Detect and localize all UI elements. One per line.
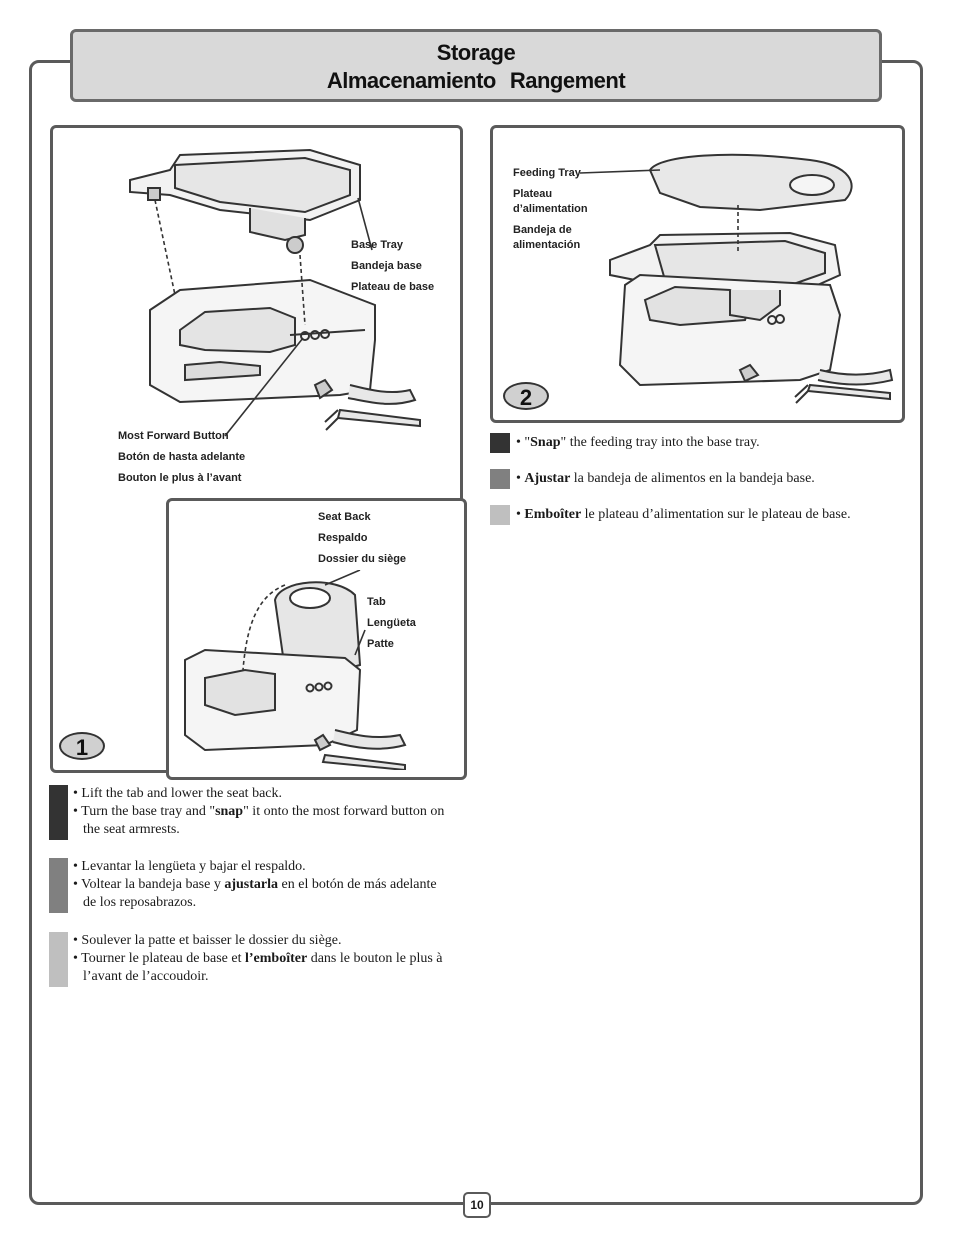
instruction-2-fr: • Emboîter le plateau d’alimentation sur… [516, 507, 851, 522]
callout-seat-back-es: Respaldo [318, 532, 368, 544]
tab-callout: Tab Lengüeta Patte [367, 592, 416, 655]
feeding-tray-callout: Feeding Tray Plateau d’alimentation Band… [513, 166, 588, 253]
feeding-tray-illustration [580, 153, 894, 404]
callout-forward-button-fr: Bouton le plus à l’avant [118, 472, 242, 484]
callout-seat-back-en: Seat Back [318, 511, 371, 523]
instruction-2-en: • "Snap" the feeding tray into the base … [516, 435, 760, 450]
instruction-es-1: • Levantar la lengüeta y bajar el respal… [73, 859, 306, 874]
english-color-swatch-2 [490, 433, 510, 453]
callout-seat-back-fr: Dossier du siège [318, 553, 407, 565]
title-spanish: Almacenamiento [326, 68, 497, 93]
callout-feeding-tray-es-1: Bandeja de [513, 224, 572, 236]
callout-feeding-tray-fr-1: Plateau [513, 188, 553, 200]
callout-tab-en: Tab [367, 596, 386, 608]
page-number: 10 [463, 1192, 491, 1218]
instruction-en-1: • Lift the tab and lower the seat back. [73, 786, 282, 801]
callout-base-tray-fr: Plateau de base [351, 281, 435, 293]
callout-feeding-tray-es-2: alimentación [513, 239, 581, 251]
seat-back-lower-illustration [184, 570, 407, 770]
french-color-swatch-2 [490, 505, 510, 525]
seat-back-callout: Seat Back Respaldo Dossier du siège [318, 507, 406, 570]
base-tray-callout: Base Tray Bandeja base Plateau de base [351, 235, 434, 298]
base-tray-to-seat-illustration [129, 148, 421, 437]
spanish-color-swatch [49, 858, 68, 913]
title-french: Rangement [509, 68, 626, 93]
spanish-color-swatch-2 [490, 469, 510, 489]
callout-base-tray-es: Bandeja base [351, 260, 422, 272]
callout-forward-button-es: Botón de hasta adelante [118, 451, 246, 463]
callout-tab-es: Lengüeta [367, 617, 416, 629]
title-english: Storage [436, 40, 516, 65]
instruction-es-2: • Voltear la bandeja base y ajustarla en… [73, 877, 437, 910]
instruction-2-es: • Ajustar la bandeja de alimentos en la … [516, 471, 815, 486]
english-color-swatch [49, 785, 68, 840]
step-2-badge: 2 [503, 382, 549, 410]
french-color-swatch [49, 932, 68, 987]
callout-feeding-tray-fr-2: d’alimentation [513, 203, 588, 215]
instruction-en-2: • Turn the base tray and "snap" it onto … [73, 804, 445, 837]
instruction-fr-2: • Tourner le plateau de base et l’emboît… [73, 951, 443, 984]
callout-forward-button-en: Most Forward Button [118, 430, 229, 442]
title-banner: Storage Almacenamiento Rangement [70, 29, 882, 102]
step-1-badge: 1 [59, 732, 105, 760]
forward-button-callout: Most Forward Button Botón de hasta adela… [118, 426, 245, 489]
callout-base-tray-en: Base Tray [351, 239, 403, 251]
instruction-fr-1: • Soulever la patte et baisser le dossie… [73, 933, 342, 948]
title-line-2: Almacenamiento Rangement [73, 67, 879, 95]
callout-feeding-tray-en: Feeding Tray [513, 167, 581, 179]
callout-tab-fr: Patte [367, 638, 394, 650]
